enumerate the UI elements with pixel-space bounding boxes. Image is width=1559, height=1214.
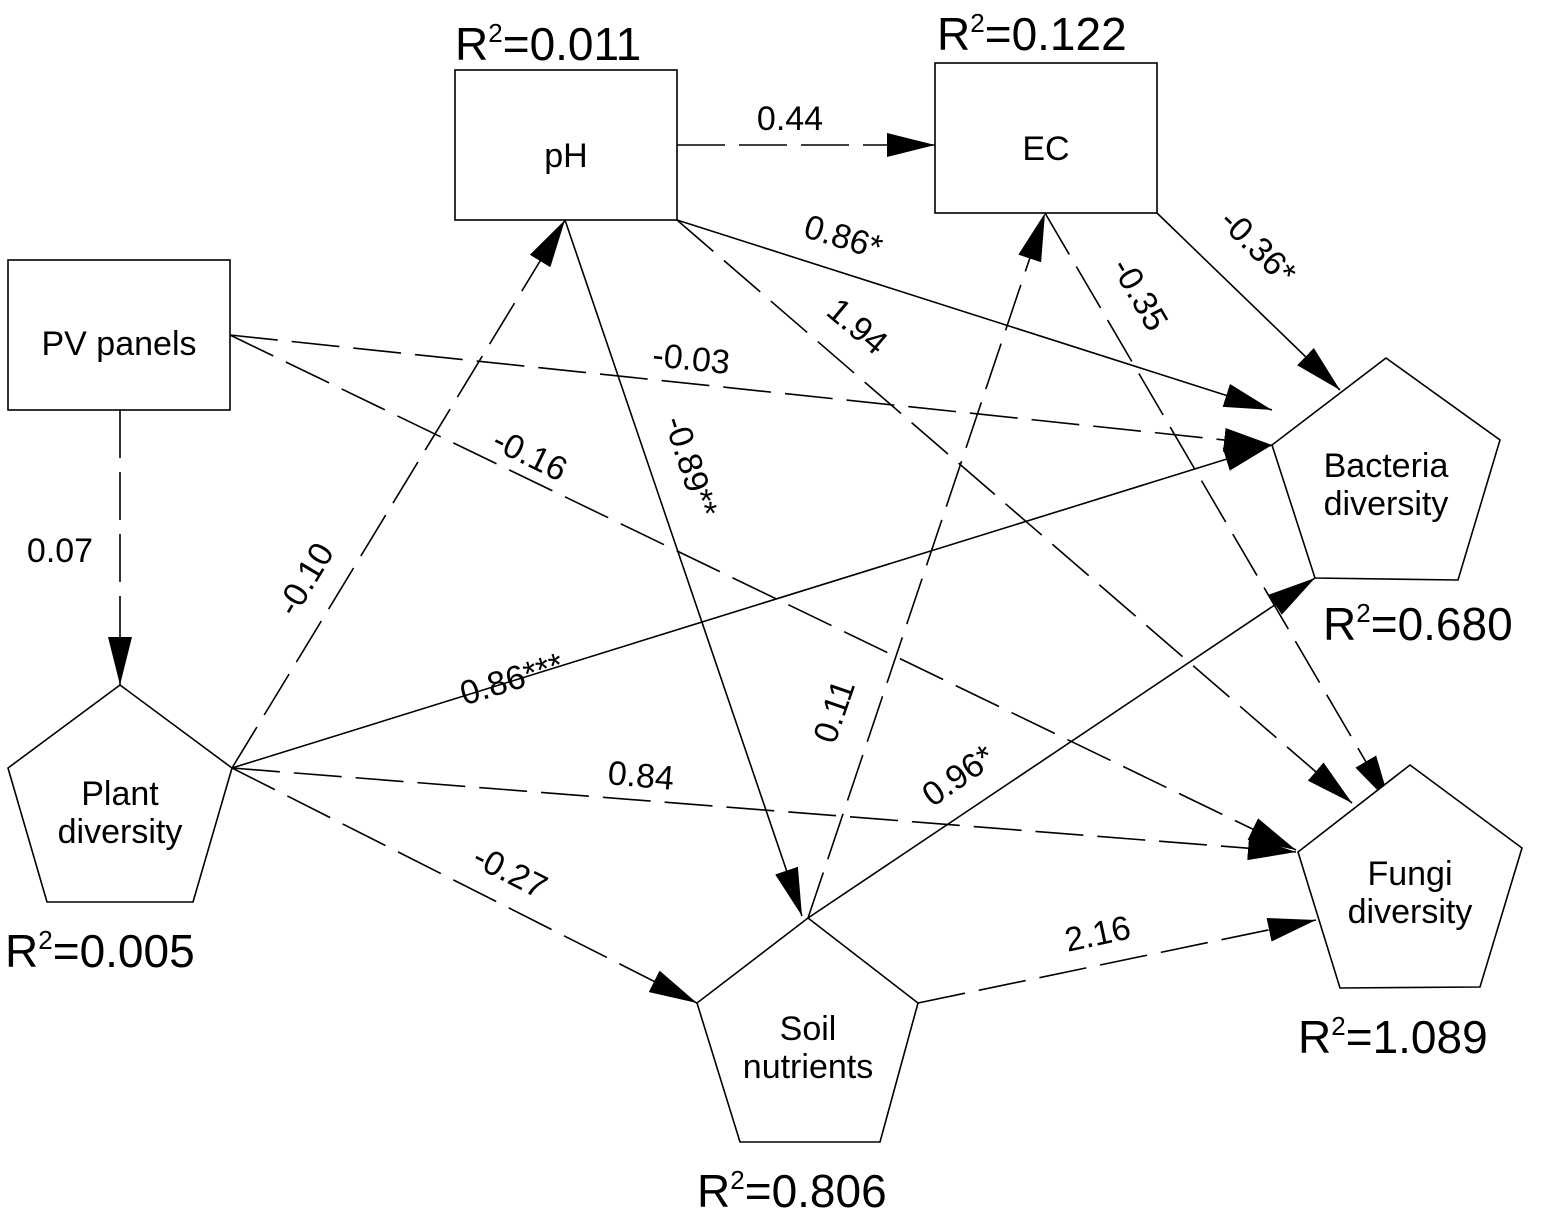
node-soil-label-2: nutrients (743, 1048, 873, 1086)
node-ec: EC R2=0.122 (934, 8, 1158, 214)
edge-path: 0.07 (27, 410, 132, 685)
edge-coefficient-label: 0.96* (915, 738, 1002, 815)
node-pv-label: PV panels (42, 325, 197, 363)
node-pv-panels: PV panels (7, 259, 231, 411)
node-ph: pH R2=0.011 (454, 18, 678, 221)
edge-coefficient-label: -0.10 (269, 536, 341, 622)
node-plant-label-1: Plant (81, 775, 159, 813)
edge-arrow (229, 334, 1297, 851)
edge-arrow (917, 918, 1317, 1004)
edge-coefficient-label: 0.86*** (456, 646, 568, 713)
node-plant-r2: R2=0.005 (5, 925, 195, 977)
edge-arrow (231, 767, 1297, 861)
edge-arrow (231, 767, 698, 1004)
edge-arrow (676, 219, 1273, 411)
edges-layer: 0.44 0.86* 1.94 -0.89** -0.35-0.36* -0.03 -0.1… (27, 100, 1391, 1004)
edge-coefficient-label: 0.84 (606, 754, 675, 798)
node-ph-r2: R2=0.011 (455, 18, 641, 70)
node-ec-r2: R2=0.122 (937, 8, 1127, 60)
edge-arrow (1156, 212, 1341, 391)
edge-coefficient-label: -0.03 (651, 336, 732, 382)
node-fungi-label-2: diversity (1348, 893, 1473, 931)
edge-coefficient-label: 1.94 (820, 291, 895, 363)
node-soil-r2: R2=0.806 (697, 1165, 887, 1214)
edge-path: -0.16 (229, 334, 1297, 851)
node-bacteria-diversity: Bacteria diversity R2=0.680 (1271, 357, 1513, 650)
edge-path: -0.36* (1156, 202, 1341, 391)
edge-path: 0.96* (807, 577, 1316, 919)
edge-path: 0.84 (231, 754, 1297, 861)
edge-coefficient-label: 2.16 (1061, 909, 1134, 960)
edge-arrow (676, 219, 1353, 804)
node-bacteria-label-2: diversity (1324, 485, 1449, 523)
node-ph-label: pH (544, 137, 587, 175)
node-fungi-label-1: Fungi (1367, 855, 1452, 893)
edge-coefficient-label: -0.27 (467, 838, 553, 907)
edge-coefficient-label: -0.16 (487, 421, 573, 489)
node-plant-label-2: diversity (58, 813, 183, 851)
node-ec-label: EC (1022, 130, 1069, 168)
edge-arrow (807, 577, 1316, 919)
edge-coefficient-label: -0.35 (1104, 251, 1176, 337)
edge-path: 0.86*** (231, 444, 1273, 769)
edge-arrow (229, 334, 1273, 452)
edge-path: 0.44 (677, 100, 935, 157)
edge-coefficient-label: 0.11 (806, 675, 863, 748)
node-bacteria-label-1: Bacteria (1324, 447, 1449, 485)
edge-coefficient-label: 0.86* (800, 208, 887, 268)
node-fungi-diversity: Fungi diversity R2=1.089 (1297, 763, 1523, 1063)
edge-arrow (231, 444, 1273, 769)
edge-path: -0.03 (229, 334, 1273, 452)
edge-path: -0.89** (564, 219, 803, 917)
node-soil-nutrients: Soil nutrients R2=0.806 (696, 916, 919, 1214)
edge-path: 1.94 (676, 219, 1353, 804)
edge-arrow (564, 219, 803, 917)
edge-coefficient-label: 0.07 (27, 532, 93, 570)
edge-arrow (231, 219, 566, 769)
edge-path: -0.27 (231, 767, 698, 1004)
node-bacteria-r2: R2=0.680 (1323, 598, 1513, 650)
edge-arrow (1044, 212, 1391, 804)
edge-path: 2.16 (917, 909, 1317, 1004)
node-plant-diversity: Plant diversity R2=0.005 (5, 684, 233, 977)
edge-coefficient-label: -0.89** (656, 411, 724, 522)
edge-coefficient-label: 0.44 (757, 100, 823, 138)
node-soil-label-1: Soil (780, 1010, 837, 1048)
node-fungi-r2: R2=1.089 (1298, 1011, 1488, 1063)
